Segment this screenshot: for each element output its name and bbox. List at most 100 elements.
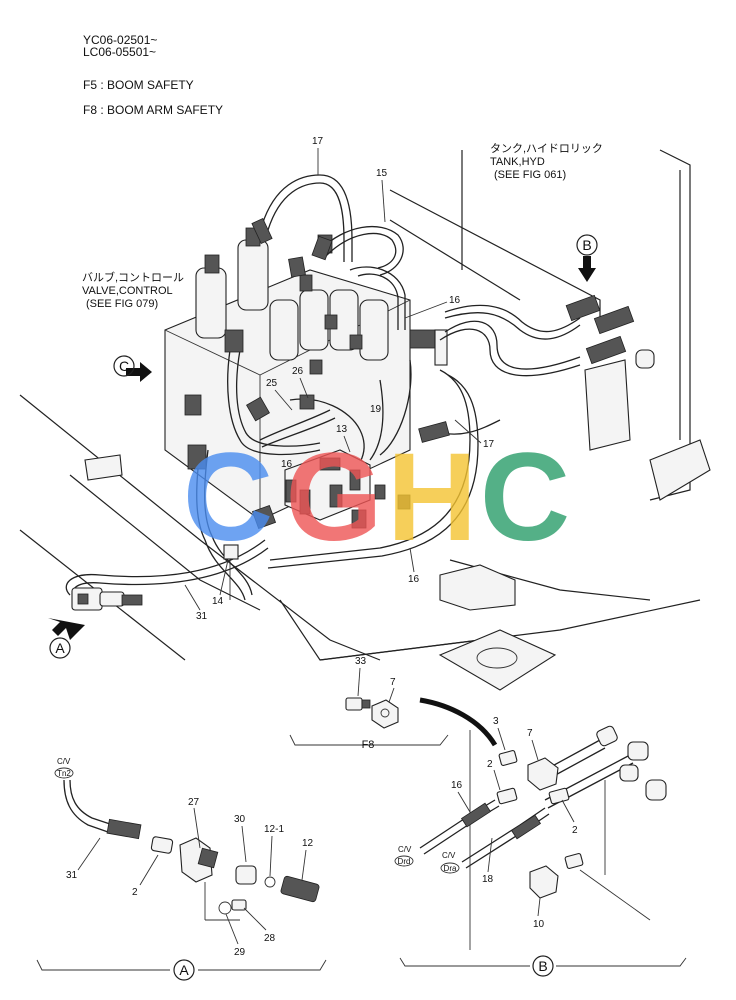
fitting-tank-mid — [593, 305, 635, 335]
part-label-14: 14 — [212, 596, 224, 607]
callout-c: C — [119, 358, 129, 374]
f8-adapter — [345, 697, 363, 711]
hose-lines — [65, 174, 581, 601]
valve-label-jp: バルブ,コントロール — [82, 270, 184, 284]
fitting-tank-upper — [565, 294, 601, 322]
b-cap-1 — [627, 741, 649, 761]
tag-tn2: Tn2 — [57, 769, 71, 778]
detail-b: B C/V Drd C/V Dra 3 7 2 16 — [394, 716, 687, 977]
valve-spool-1 — [195, 267, 227, 339]
valve-cap-4 — [299, 274, 313, 292]
part-label-27: 27 — [188, 797, 200, 808]
b-hose-16-end — [460, 802, 492, 828]
part-label-2-b-upper: 2 — [487, 759, 493, 770]
watermark-letter-4: C — [480, 428, 570, 567]
o-ring-12-1 — [264, 876, 276, 888]
mount-plate — [438, 629, 557, 691]
serial-number-1: YC06-02501~ — [83, 33, 158, 47]
frame-tab — [84, 454, 123, 481]
part-label-16-bottom: 16 — [408, 574, 420, 585]
view-callouts: B C A — [49, 234, 598, 659]
safety-valve-manifold — [251, 449, 371, 530]
serial-number-2: LC06-05501~ — [83, 45, 157, 59]
part-label-29: 29 — [234, 947, 246, 958]
b-cap-2 — [619, 764, 639, 782]
hose-fittings — [184, 217, 655, 510]
part-label-26: 26 — [292, 366, 304, 377]
tank-label-en: TANK,HYD — [490, 156, 545, 168]
fitting-left-upper — [184, 394, 202, 416]
part-label-30: 30 — [234, 814, 246, 825]
valve-cap-5 — [324, 314, 338, 330]
connector-assembly — [71, 544, 239, 611]
b-hose-end-top — [596, 725, 618, 747]
part-label-12: 12 — [302, 838, 314, 849]
part-label-15: 15 — [376, 168, 388, 179]
part-label-28: 28 — [264, 933, 276, 944]
reference-notes: タンク,ハイドロリック TANK,HYD (SEE FIG 061) バルブ,コ… — [82, 142, 603, 310]
watermark-letter-2: G — [285, 428, 382, 567]
valve-label-en: VALVE,CONTROL — [82, 285, 173, 297]
arrow-view-c — [126, 362, 152, 382]
fitting-left-lower — [187, 444, 207, 470]
valve-spool-2 — [237, 239, 269, 311]
main-part-labels: 17 15 16 25 26 19 13 16 17 16 31 14 — [184, 136, 495, 622]
f8-caption: F8 — [362, 739, 375, 751]
part-label-18: 18 — [482, 874, 494, 885]
part-label-25: 25 — [266, 378, 278, 389]
part-label-31: 31 — [196, 611, 208, 622]
b-elbow-7 — [527, 757, 559, 791]
connector-tip — [121, 594, 143, 606]
valve-cap-6 — [349, 334, 363, 350]
part-label-16-b: 16 — [451, 780, 463, 791]
b-cap-3 — [645, 779, 667, 801]
arrow-view-a — [48, 618, 85, 640]
fitting-mid-right — [418, 421, 450, 443]
b-fitting-3 — [498, 750, 518, 766]
b-fitting-lower — [564, 853, 584, 869]
part-label-33: 33 — [355, 656, 367, 667]
callout-circle-b — [576, 234, 598, 256]
watermark-letter-1: C — [183, 428, 273, 567]
part-label-10: 10 — [533, 919, 545, 930]
tank-plug — [635, 349, 655, 369]
view-arrows — [48, 256, 596, 640]
fitting-tank-lower — [585, 335, 627, 365]
hose-end-31 — [106, 818, 142, 840]
side-block — [434, 329, 448, 366]
valve-label-ref: (SEE FIG 079) — [86, 298, 158, 310]
callout-a: A — [55, 640, 65, 656]
tag-cv-drd: C/V — [398, 845, 412, 854]
part-label-16-right: 16 — [449, 295, 461, 306]
detail-a: C/V Tn2 31 2 27 30 12-1 12 29 28 — [36, 757, 327, 981]
part-label-3-b: 3 — [493, 716, 499, 727]
machine-frame — [19, 149, 711, 691]
detail-f8: 33 7 F8 — [289, 656, 498, 751]
watermark-letter-3: H — [387, 428, 477, 567]
legend-f8: F8 : BOOM ARM SAFETY — [83, 103, 224, 117]
part-label-2-b-lower: 2 — [572, 825, 578, 836]
f8-elbow — [371, 699, 399, 729]
tag-drd: Drd — [398, 857, 411, 866]
tag-dra: Dra — [444, 864, 457, 873]
b-hose-18-end — [510, 814, 542, 840]
detail-b-circle — [532, 955, 554, 977]
part-label-16-mid: 16 — [281, 459, 293, 470]
part-label-7-f8: 7 — [390, 677, 396, 688]
washer-29 — [218, 901, 232, 915]
tag-cv-dra: C/V — [442, 851, 456, 860]
bolt-28 — [231, 899, 247, 911]
part-label-19: 19 — [370, 404, 382, 415]
tank-label-ref: (SEE FIG 061) — [494, 169, 566, 181]
part-label-12-1: 12-1 — [264, 824, 284, 835]
part-label-7-b: 7 — [527, 728, 533, 739]
tank-bracket — [584, 359, 631, 451]
detail-a-caption: A — [179, 962, 189, 978]
b-fitting-2-upper — [496, 787, 518, 805]
b-elbow-10 — [529, 865, 559, 899]
switch-12 — [280, 875, 320, 903]
part-label-31-a: 31 — [66, 870, 78, 881]
callout-circle-a — [49, 637, 71, 659]
